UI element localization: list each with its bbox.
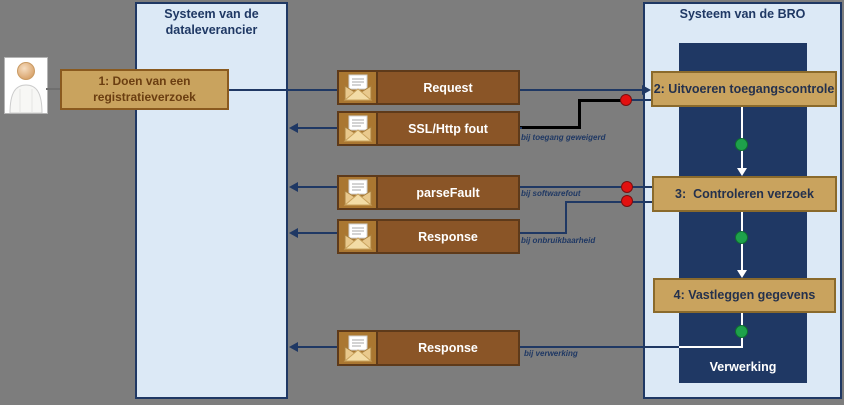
- red-endpoint-dot-step2: [620, 94, 632, 106]
- verwerking-label: Verwerking: [709, 360, 777, 374]
- ssl-error-line-vertical: [578, 99, 581, 129]
- envelope-icon: [339, 113, 378, 144]
- red-endpoint-dot-parsefault: [621, 181, 633, 193]
- step-1-box: 1: Doen van een registratieverzoek: [60, 69, 229, 110]
- lane-dataleverancier: [135, 2, 288, 399]
- message-parsefault-box: parseFault: [337, 175, 520, 210]
- lane-title-bro: Systeem van de BRO: [679, 7, 806, 21]
- ssl-return-arrowhead-icon: [289, 123, 298, 133]
- parsefault-arrowhead-icon: [289, 182, 298, 192]
- response1-line-upper: [565, 201, 652, 203]
- green-flow-dot-1: [735, 138, 748, 151]
- envelope-icon: [339, 72, 378, 103]
- message-label: parseFault: [416, 185, 480, 200]
- ssl-error-line-top: [578, 99, 629, 102]
- step-4-box: 4: Vastleggen gegevens: [653, 278, 836, 313]
- message-label: Request: [423, 80, 473, 95]
- message-response-verwerkt-box: Response: [337, 330, 520, 366]
- person-icon: [9, 61, 43, 113]
- message-ssl-fout-box: SSL/Http fout: [337, 111, 520, 146]
- envelope-icon: [339, 221, 378, 252]
- note-softwarefout: bij softwarefout: [521, 189, 581, 198]
- envelope-icon: [339, 177, 378, 208]
- ssl-dot-connector: [629, 99, 651, 101]
- request-arrowhead-icon: [642, 85, 651, 95]
- step-3-box: 3: Controleren verzoek: [652, 176, 837, 212]
- note-toegang-geweigerd: bij toegang geweigerd: [521, 133, 606, 142]
- step-2-box: 2: Uitvoeren toegangscontrole: [651, 71, 837, 107]
- message-response-afgekeurd-box: Response: [337, 219, 520, 254]
- green-flow-dot-3: [735, 325, 748, 338]
- envelope-icon: [339, 332, 378, 364]
- message-label: Response: [418, 229, 478, 244]
- message-label: SSL/Http fout: [408, 121, 488, 136]
- lane-title-dataleverancier: Systeem van de dataleverancier: [164, 7, 259, 38]
- flow-arrowhead-step4-icon: [737, 270, 747, 278]
- note-onbruikbaarheid: bij onbruikbaarheid: [521, 236, 596, 245]
- response1-arrowhead-icon: [289, 228, 298, 238]
- response1-line-vertical: [565, 201, 567, 234]
- message-request-box: Request: [337, 70, 520, 105]
- actor-box: [4, 57, 48, 114]
- response2-arrowhead-icon: [289, 342, 298, 352]
- green-flow-dot-2: [735, 231, 748, 244]
- actor-connector-line: [46, 88, 61, 90]
- message-label: Response: [418, 341, 478, 355]
- ssl-error-line-bottom: [519, 126, 580, 129]
- red-endpoint-dot-response: [621, 195, 633, 207]
- flow-arrowhead-step3-icon: [737, 168, 747, 176]
- note-verwerking: bij verwerking: [524, 349, 578, 358]
- flow-line-step2-step3: [741, 105, 743, 170]
- verwerking-line-white: [679, 346, 743, 348]
